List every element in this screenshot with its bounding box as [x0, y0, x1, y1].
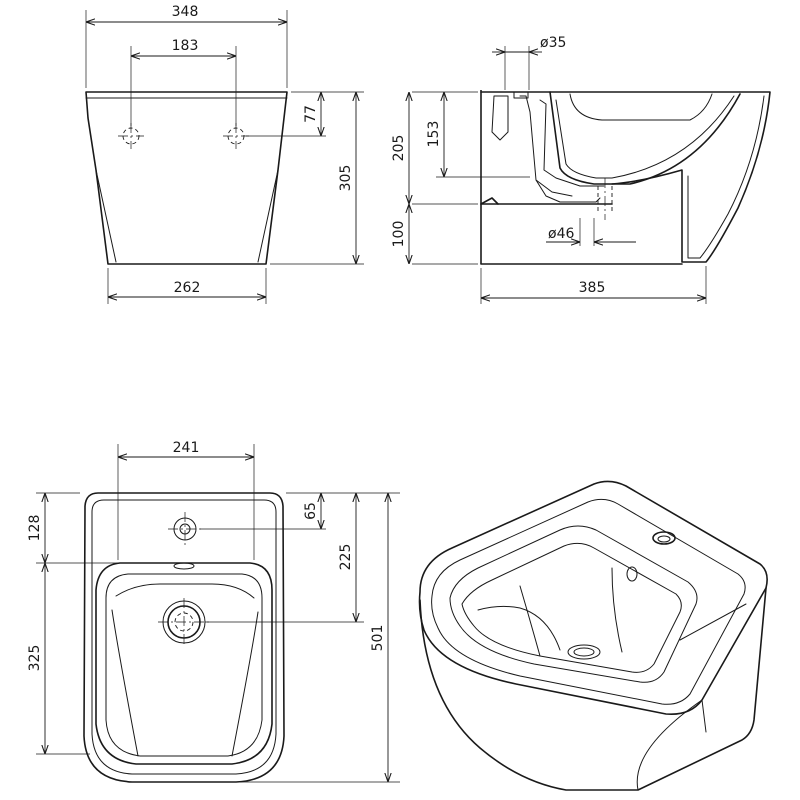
front-right-tap-hole: [223, 123, 249, 149]
perspective-rim: [418, 480, 768, 716]
front-view-outline: [85, 91, 288, 265]
top-view: 241 65 225 501 128 325: [27, 440, 400, 783]
side-section-view: ø35 153 205 100 ø46 385: [391, 35, 771, 304]
dimension-label-65: 65: [303, 502, 319, 520]
top-waste-outlet: [158, 598, 210, 646]
top-view-outline: [83, 492, 285, 783]
dimension-label-305: 305: [338, 165, 354, 192]
dimension-label-153: 153: [426, 121, 442, 148]
front-view: 348 183 77 305 262: [85, 4, 364, 304]
dimension-label-241: 241: [173, 440, 200, 456]
perspective-overflow: [626, 566, 638, 582]
dimension-label-348: 348: [172, 4, 199, 20]
dimension-label-128: 128: [27, 515, 43, 542]
perspective-tap-hole: [652, 531, 676, 545]
dimension-label-205: 205: [391, 135, 407, 162]
dimension-label-262: 262: [174, 280, 201, 296]
perspective-drain: [567, 644, 601, 660]
dimension-label-d35: ø35: [540, 35, 566, 51]
front-left-tap-hole: [118, 123, 144, 149]
dimension-label-501: 501: [370, 625, 386, 652]
dimension-label-d46: ø46: [548, 226, 574, 242]
perspective-view: [418, 480, 768, 791]
side-view-channel: [491, 95, 509, 141]
top-view-bowl: [95, 562, 273, 765]
dimension-label-77: 77: [303, 105, 319, 123]
dimension-label-100: 100: [391, 221, 407, 248]
perspective-bowl: [449, 525, 698, 683]
perspective-body: [419, 587, 767, 791]
side-view-bowl: [569, 93, 713, 121]
dimension-label-325: 325: [27, 645, 43, 672]
dimension-label-385: 385: [579, 280, 606, 296]
dimension-label-225: 225: [338, 544, 354, 571]
dimension-label-183: 183: [172, 38, 199, 54]
top-tap-hole: [168, 512, 202, 546]
